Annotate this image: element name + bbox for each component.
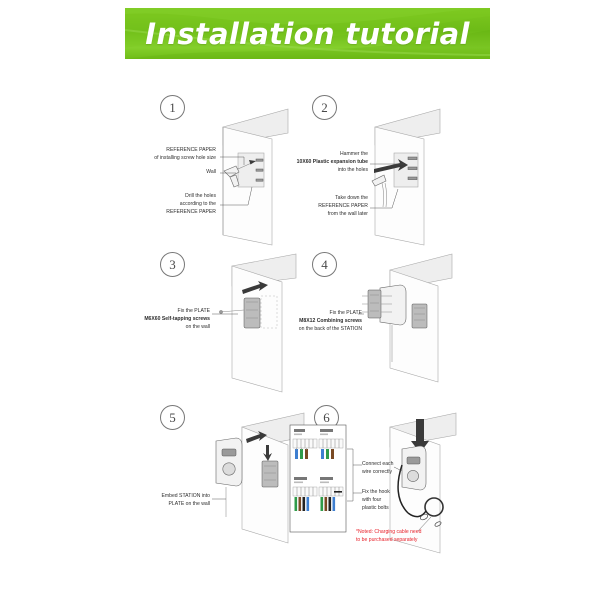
step-2-take-down-label: Take down the REFERENCE PAPER from the w… <box>318 195 368 217</box>
step-6-hook-label: Fix the hook with four plastic bolts <box>362 489 390 511</box>
step-3-caption: Fix the PLATE M6X60 Self-tapping screws … <box>144 308 210 330</box>
step-2-illustration <box>370 108 441 246</box>
step-2: 2 Hammer the 10X60 Plastic expansion tub… <box>297 95 452 246</box>
step-1-wall-label: Wall <box>206 169 216 175</box>
step-2-number: 2 <box>312 95 337 120</box>
step-4-number: 4 <box>312 252 337 277</box>
step-5-illustration <box>212 412 305 544</box>
wiring-quadrant-bottom-right <box>318 477 344 511</box>
step-3-illustration <box>212 253 297 393</box>
banner-swoosh-decoration <box>125 8 490 59</box>
step-5-number: 5 <box>160 405 185 430</box>
step-6-illustration <box>289 412 457 554</box>
wiring-quadrant-bottom-left <box>292 477 318 511</box>
wiring-quadrant-top-right <box>318 429 344 459</box>
step-1-number: 1 <box>160 95 185 120</box>
step-3: 3 Fix the PLATE M6X60 Self-tapping screw… <box>144 252 310 400</box>
step-6-connect-label: Connect each wire correctly <box>362 461 394 475</box>
wiring-quadrant-top-left <box>292 429 318 459</box>
step-1-drill-label: Drill the holes according to the REFEREN… <box>166 193 216 215</box>
step-6-purchase-note: *Noted: Charging cable need to be purcha… <box>356 529 422 543</box>
step-1-illustration <box>220 108 289 246</box>
step-5: 5 Embed STATION into PLATE on the wall <box>160 405 310 555</box>
step-3-number: 3 <box>160 252 185 277</box>
step-4-caption: Fix the PLATE M8X12 Combining screws on … <box>298 310 362 332</box>
step-5-caption: Embed STATION into PLATE on the wall <box>161 493 211 507</box>
page-header-banner: Installation tutorial <box>125 8 490 59</box>
step-1: 1 REFERENCE PAPER of installing screw <box>154 95 300 246</box>
step-1-reference-paper-label: REFERENCE PAPER of installing screw hole… <box>154 147 216 161</box>
step-2-hammer-label: Hammer the 10X60 Plastic expansion tube … <box>296 151 368 173</box>
step-6: 6 <box>289 405 470 565</box>
step-4-illustration <box>358 253 453 383</box>
page-title: Installation tutorial <box>145 16 470 51</box>
step-4: 4 Fix the PLATE M8X12 Combining screws o… <box>299 252 462 400</box>
